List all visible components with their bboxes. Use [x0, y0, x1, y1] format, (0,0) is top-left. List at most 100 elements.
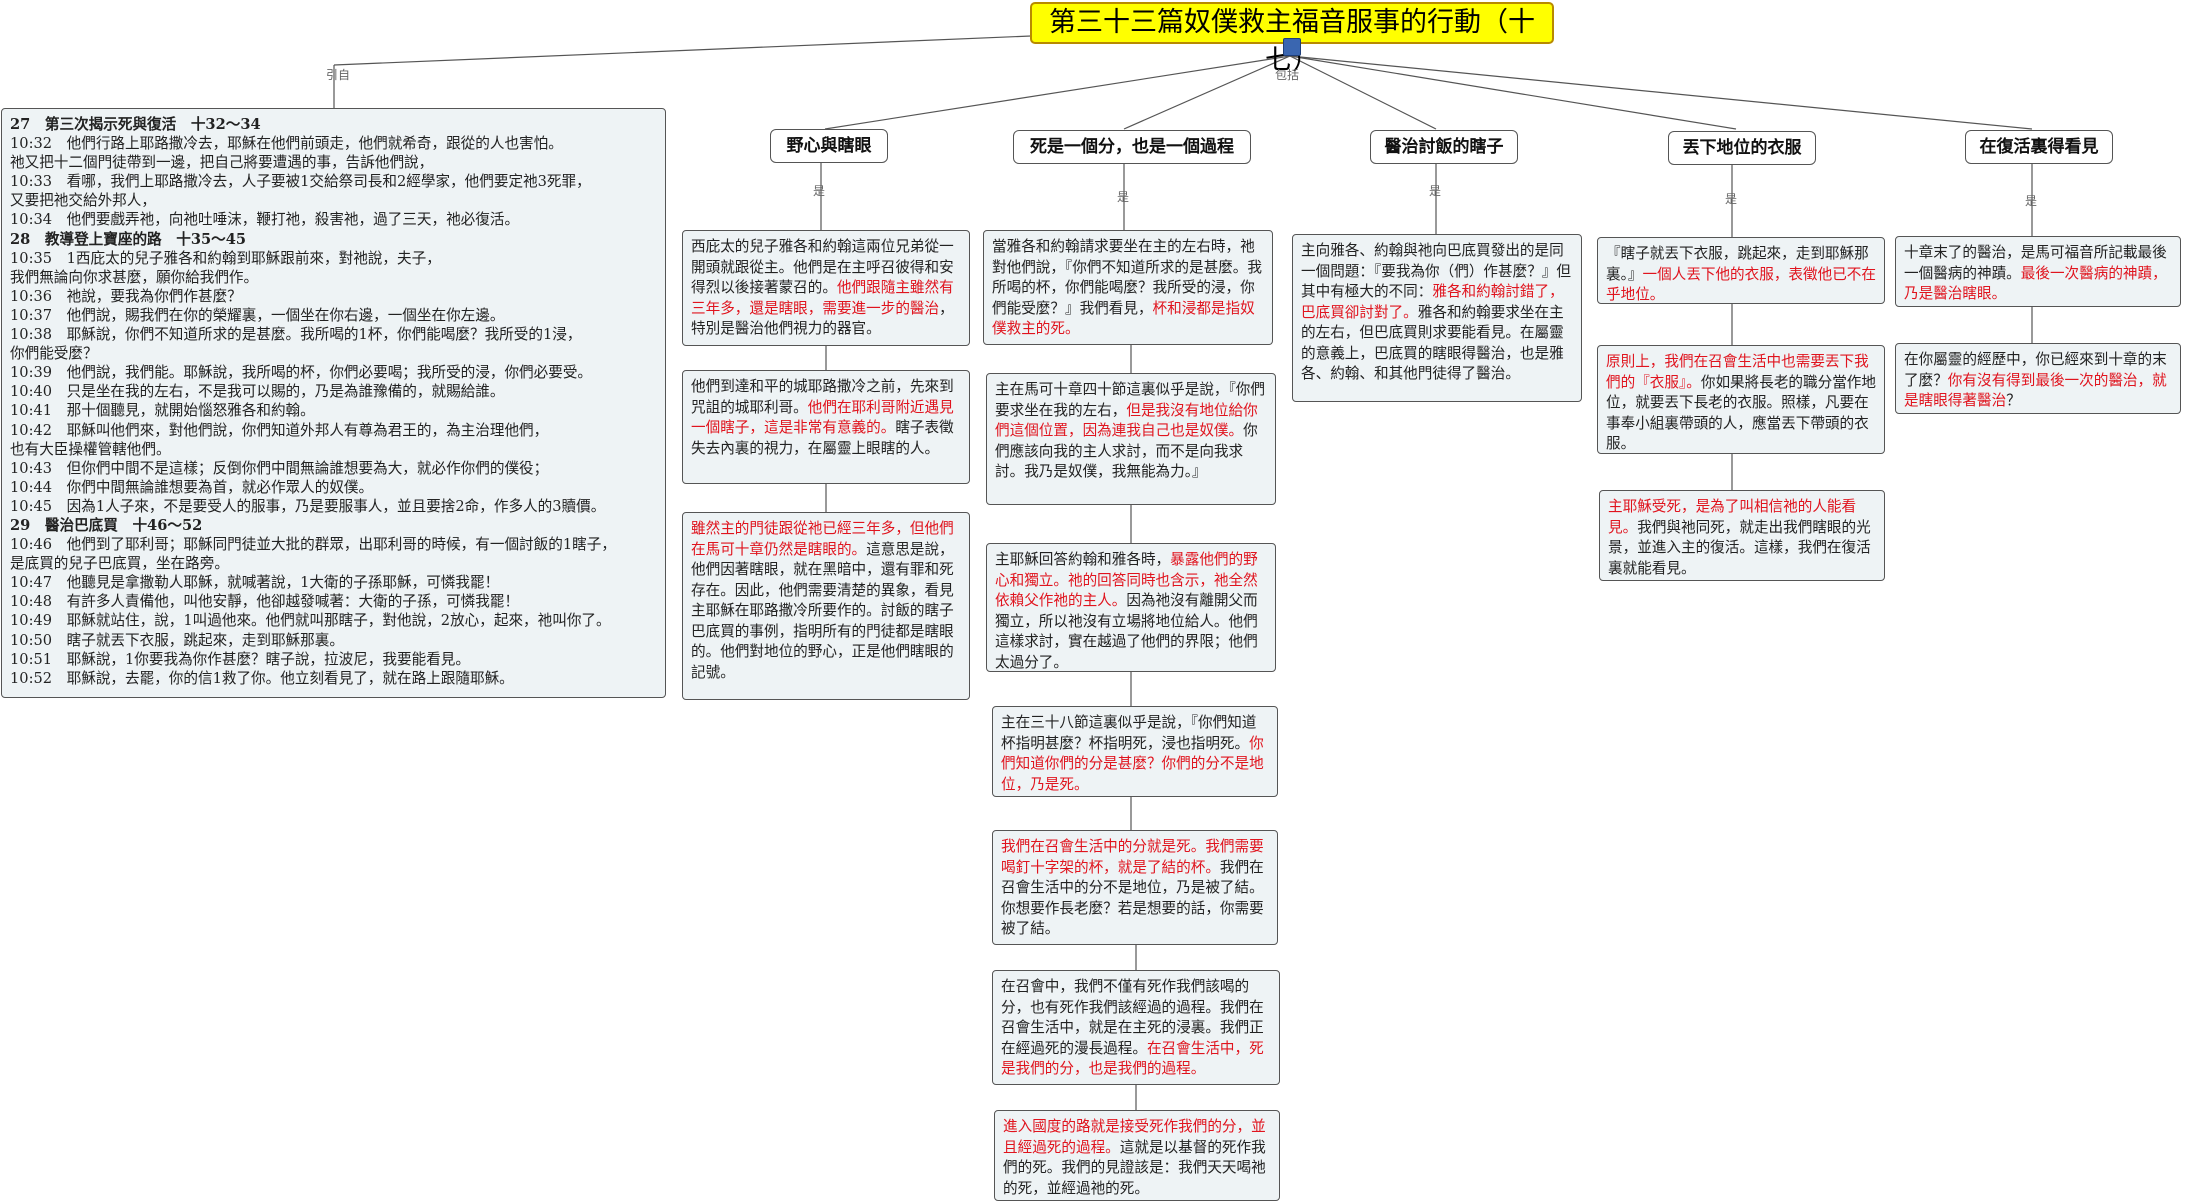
note-text: 我們在召會生活中的分不是地位，乃是被了結。你想要作長老麼？若是想要的話，你需要被… [1001, 858, 1264, 938]
note-card: 在召會中，我們不僅有死作我們該喝的分，也有死作我們該經過的過程。我們在召會生活中… [992, 970, 1280, 1085]
scripture-line: 10:44 你們中間無論誰想要為首，就必作眾人的奴僕。 [10, 478, 374, 496]
note-text: 瞎子表徵失去內裏的視力，在屬靈上眼瞎的人。 [691, 419, 954, 457]
scripture-heading: 27 第三次揭示死與復活 十32～34 [10, 116, 261, 133]
note-card: 主耶穌受死，是為了叫相信祂的人能看見。我們與祂同死，就走出我們瞎眼的光景，並進入… [1599, 490, 1885, 581]
scripture-line: 10:52 耶穌說，去罷，你的信1救了你。他立刻看見了，就在路上跟隨耶穌。 [10, 669, 514, 687]
note-card: 在你屬靈的經歷中，你已經來到十章的末了麼？你有沒有得到最後一次的醫治，就是瞎眼得… [1895, 343, 2181, 414]
note-card: 雖然主的門徒跟從祂已經三年多，但他們在馬可十章仍然是瞎眼的。這意思是說，他們因著… [682, 512, 970, 700]
note-card: 『瞎子就丟下衣服，跳起來，走到耶穌那裏。』一個人丟下他的衣服，表徵他已不在乎地位… [1597, 237, 1885, 304]
scripture-line: 10:37 他們說，賜我們在你的榮耀裏，一個坐在你右邊，一個坐在你左邊。 [10, 306, 505, 324]
note-text: ？ [2006, 392, 2021, 409]
scripture-heading: 29 醫治巴底買 十46～52 [10, 516, 203, 534]
relation-label-is: 是 [813, 184, 826, 198]
scripture-note: 27 第三次揭示死與復活 十32～34 10:32 他們行路上耶路撒冷去，耶穌在他… [1, 108, 666, 698]
note-text: 主在三十八節這裏似乎是說，『你們知道杯指明甚麼？杯指明死，浸也指明死。 [1001, 714, 1257, 752]
root-topic[interactable]: 第三十三篇奴僕救主福音服事的行動（十七） [1030, 2, 1554, 76]
scripture-line: 10:50 瞎子就丟下衣服，跳起來，走到耶穌那裏。 [10, 631, 344, 649]
note-text: 你們應該向我的主人求討，而不是向我求討。我乃是奴僕，我無能為力。』 [995, 422, 1258, 480]
scripture-line: 10:51 耶穌說，1你要我為你作甚麼？瞎子說，拉波尼，我要能看見。 [10, 650, 470, 668]
note-text: 這意思是說，他們因著瞎眼，就在黑暗中，還有罪和死存在。因此，他們需要清楚的異象，… [691, 540, 954, 681]
note-text: 因為祂沒有離開父而獨立，所以祂沒有立場將地位給人。他們這樣求討，實在越過了他們的… [995, 592, 1258, 671]
note-card: 主在馬可十章四十節這裏似乎是說，『你們要求坐在我的左右，但是我沒有地位給你們這個… [986, 373, 1276, 505]
scripture-line: 10:39 他們說，我們能。耶穌說，我所喝的杯，你們必要喝；我所受的浸，你們必要… [10, 364, 593, 382]
relation-label-include: 包括 [1275, 68, 1300, 82]
scripture-heading: 28 教導登上寶座的路 十35～45 [10, 230, 247, 248]
highlight-text: 他們跟隨主雖然有三年多，還是瞎眼，需要進一步的醫治 [691, 279, 954, 317]
topic-cast-off-garment[interactable]: 丟下地位的衣服 [1668, 131, 1816, 165]
note-card: 西庇太的兒子雅各和約翰這兩位兄弟從一開頭就跟從主。他們是在主呼召彼得和安得烈以後… [682, 230, 970, 346]
note-card: 主在三十八節這裏似乎是說，『你們知道杯指明甚麼？杯指明死，浸也指明死。你們知道你… [992, 706, 1278, 797]
scripture-line: 10:40 只是坐在我的左右，不是我可以賜的，乃是為誰豫備的，就賜給誰。 [10, 383, 505, 401]
highlight-text: 我們在召會生活中的分就是死。我們需要喝釘十字架的杯，就是了結的杯。 [1001, 838, 1264, 876]
scripture-line: 10:46 他們到了耶利哥；耶穌同門徒並大批的群眾，出耶利哥的時候，有一個討飯的… [10, 536, 616, 554]
note-card: 進入國度的路就是接受死作我們的分，並且經過死的過程。這就是以基督的死作我們的死。… [994, 1110, 1280, 1201]
scripture-line: 又要把祂交給外邦人， [10, 192, 156, 210]
scripture-line: 也有大臣操權管轄他們。 [10, 440, 171, 458]
note-text: 在你屬靈的經歷中，你已經來到十章的末了麼？ [1904, 351, 2167, 389]
highlight-text: 你們知道你們的分是甚麼？你們的分不是地位，乃是死。 [1001, 734, 1264, 793]
scripture-line: 10:35 1西庇太的兒子雅各和約翰到耶穌跟前來，對祂說，夫子， [10, 249, 441, 267]
relation-label-is: 是 [1117, 190, 1130, 204]
highlight-text: 進入國度的路就是接受死作我們的分，並且經過死的過程。 [1003, 1118, 1266, 1156]
note-text: 他們到達和平的城耶路撒冷之前，先來到咒詛的城耶利哥。 [691, 378, 954, 416]
scripture-line: 10:41 那十個聽見，就開始惱怒雅各和約翰。 [10, 402, 315, 420]
highlight-text: 雖然主的門徒跟從祂已經三年多，但他們在馬可十章仍然是瞎眼的。 [691, 520, 954, 558]
note-text: 在召會中，我們不僅有死作我們該喝的分，也有死作我們該經過的過程。我們在召會生活中… [1001, 978, 1264, 1057]
scripture-line: 10:34 他們要戲弄祂，向祂吐唾沫，鞭打祂，殺害祂，過了三天，祂必復活。 [10, 211, 520, 229]
highlight-text: 但是我沒有地位給你們這個位置，因為連我自己也是奴僕。 [995, 401, 1258, 440]
highlight-text: 雅各和約翰討錯了，巴底買卻討對了。 [1301, 283, 1564, 321]
highlight-text: 最後一次醫病的神蹟，乃是醫治瞎眼。 [1904, 264, 2167, 303]
topic-healing-blind-beggar[interactable]: 醫治討飯的瞎子 [1370, 130, 1518, 164]
note-text: 當雅各和約翰請求要坐在主的左右時，祂對他們說，『你們不知道所求的是甚麼。我所喝的… [992, 238, 1262, 317]
scripture-line: 10:42 耶穌叫他們來，對他們說，你們知道外邦人有尊為君王的，為主治理他們， [10, 421, 549, 439]
notes-icon [1283, 38, 1301, 56]
note-card: 我們在召會生活中的分就是死。我們需要喝釘十字架的杯，就是了結的杯。我們在召會生活… [992, 830, 1278, 945]
note-card: 當雅各和約翰請求要坐在主的左右時，祂對他們說，『你們不知道所求的是甚麼。我所喝的… [983, 230, 1273, 345]
relation-label-cite: 引自 [326, 68, 351, 82]
highlight-text: 主耶穌受死，是為了叫相信祂的人能看見。 [1608, 498, 1857, 536]
highlight-text: 你有沒有得到最後一次的醫治，就是瞎眼得著醫治 [1904, 371, 2167, 410]
topic-seeing-in-resurrection[interactable]: 在復活裏得看見 [1965, 130, 2113, 164]
highlight-text: 暴露他們的野心和獨立。祂的回答同時也含示，祂全然依賴父作祂的主人。 [995, 551, 1258, 609]
relation-label-is: 是 [2025, 194, 2038, 208]
scripture-line: 我們無論向你求甚麼，願你給我們作。 [10, 268, 259, 286]
note-text: ，特別是醫治他們視力的器官。 [691, 299, 954, 338]
note-text: 我們與祂同死，就走出我們瞎眼的光景，並進入主的復活。這樣，我們在復活裏就能看見。 [1608, 518, 1871, 577]
topic-death-portion-process[interactable]: 死是一個分，也是一個過程 [1013, 130, 1251, 164]
highlight-text: 他們在耶利哥附近遇見一個瞎子，這是非常有意義的。 [691, 398, 954, 437]
note-text: 主耶穌回答約翰和雅各時， [995, 551, 1171, 568]
note-text: 主向雅各、約翰與祂向巴底買發出的是同一個問題：『要我為你（們）作甚麼？』但其中有… [1301, 242, 1571, 300]
note-text: 十章末了的醫治，是馬可福音所記載最後一個醫病的神蹟。 [1904, 244, 2167, 282]
note-text: 主在馬可十章四十節這裏似乎是說，『你們要求坐在我的左右， [995, 381, 1265, 419]
note-card: 十章末了的醫治，是馬可福音所記載最後一個醫病的神蹟。最後一次醫病的神蹟，乃是醫治… [1895, 236, 2181, 307]
note-text: 你如果將長老的職分當作地位，就要丟下長老的衣服。照樣，凡要在事奉小組裏帶頭的人，… [1606, 373, 1876, 453]
scripture-line: 你們能受麼？ [10, 345, 98, 363]
scripture-line: 10:33 看哪，我們上耶路撒冷去，人子要被1交給祭司長和2經學家，他們要定祂3… [10, 173, 591, 191]
scripture-line: 10:36 祂說，要我為你們作甚麼？ [10, 287, 242, 305]
topic-ambition-blindness[interactable]: 野心與瞎眼 [770, 129, 888, 163]
scripture-line: 10:47 他聽見是拿撒勒人耶穌，就喊著說，1大衛的子孫耶穌，可憐我罷！ [10, 574, 500, 592]
relation-label-is: 是 [1725, 192, 1738, 206]
note-text: 西庇太的兒子雅各和約翰這兩位兄弟從一開頭就跟從主。他們是在主呼召彼得和安得烈以後… [691, 238, 954, 296]
highlight-text: 一個人丟下他的衣服，表徵他已不在乎地位。 [1606, 265, 1876, 304]
note-card: 主向雅各、約翰與祂向巴底買發出的是同一個問題：『要我為你（們）作甚麼？』但其中有… [1292, 234, 1582, 402]
scripture-line: 10:43 但你們中間不是這樣；反倒你們中間無論誰想要為大，就必作你們的僕役； [10, 459, 549, 477]
scripture-line: 10:38 耶穌說，你們不知道所求的是甚麼。我所喝的1杯，你們能喝麼？我所受的1… [10, 326, 582, 344]
scripture-line: 是底買的兒子巴底買，坐在路旁。 [10, 555, 229, 573]
scripture-line: 祂又把十二個門徒帶到一邊，把自己將要遭遇的事，告訴他們說， [10, 154, 434, 172]
note-text: 雅各和約翰要求坐在主的左右，但巴底買則求要能看見。在屬靈的意義上，巴底買的瞎眼得… [1301, 303, 1564, 383]
highlight-text: 在召會生活中，死是我們的分，也是我們的過程。 [1001, 1039, 1264, 1078]
note-text: 這就是以基督的死作我們的死。我們的見證該是：我們天天喝祂的死，並經過祂的死。 [1003, 1138, 1266, 1197]
highlight-text: 杯和浸都是指奴僕救主的死。 [992, 299, 1255, 338]
note-card: 原則上，我們在召會生活中也需要丟下我們的『衣服』。你如果將長老的職分當作地位，就… [1597, 345, 1885, 454]
note-card: 他們到達和平的城耶路撒冷之前，先來到咒詛的城耶利哥。他們在耶利哥附近遇見一個瞎子… [682, 370, 970, 484]
note-text: 『瞎子就丟下衣服，跳起來，走到耶穌那裏。』 [1606, 245, 1869, 283]
scripture-line: 10:49 耶穌就站住，說，1叫過他來。他們就叫那瞎子，對他說，2放心，起來，祂… [10, 612, 611, 630]
scripture-line: 10:48 有許多人責備他，叫他安靜，他卻越發喊著：大衛的子孫，可憐我罷！ [10, 593, 520, 611]
note-card: 主耶穌回答約翰和雅各時，暴露他們的野心和獨立。祂的回答同時也含示，祂全然依賴父作… [986, 543, 1276, 672]
relation-label-is: 是 [1429, 184, 1442, 198]
highlight-text: 原則上，我們在召會生活中也需要丟下我們的『衣服』。 [1606, 353, 1869, 391]
scripture-line: 10:45 因為1人子來，不是要受人的服事，乃是要服事人，並且要捨2命，作多人的… [10, 497, 606, 515]
scripture-line: 10:32 他們行路上耶路撒冷去，耶穌在他們前頭走，他們就希奇，跟從的人也害怕。 [10, 135, 563, 153]
